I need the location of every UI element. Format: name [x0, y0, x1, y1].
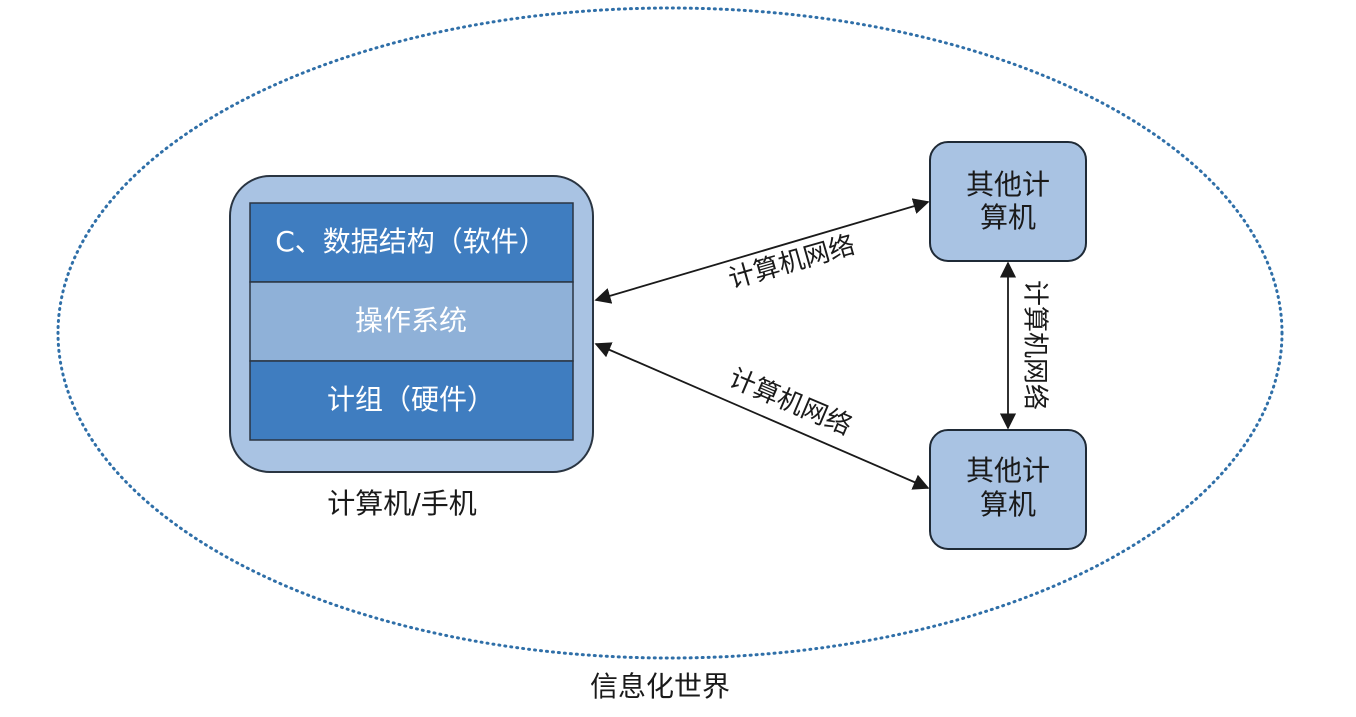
information-world-label: 信息化世界: [590, 670, 730, 703]
computer-box: C、数据结构（软件） 操作系统 计组（硬件）: [229, 175, 594, 473]
network-label-lower: 计算机网络: [724, 363, 855, 441]
layer-os: [249, 281, 574, 362]
layer-hardware-label: 计组（硬件）: [327, 383, 495, 416]
computer-caption: 计算机/手机: [327, 487, 476, 520]
other-computer-bottom-box: [929, 429, 1087, 550]
other-computer-top: 其他计 算机: [929, 141, 1087, 262]
other-computer-bottom: 其他计 算机: [929, 429, 1087, 550]
layer-software: [249, 202, 574, 283]
layer-hardware: [249, 360, 574, 441]
other-computer-top-box: [929, 141, 1087, 262]
network-arrow-upper: [594, 198, 930, 304]
network-label-vertical: 计算机网络: [1020, 280, 1050, 410]
layer-os-label: 操作系统: [355, 304, 467, 337]
other-computer-bottom-line1: 其他计: [966, 454, 1050, 487]
information-world-ellipse: [56, 6, 1284, 660]
other-computer-bottom-line2: 算机: [980, 488, 1036, 521]
other-computer-top-line2: 算机: [980, 201, 1036, 234]
network-label-upper: 计算机网络: [725, 230, 858, 295]
other-computer-top-line1: 其他计: [966, 168, 1050, 201]
layer-software-label: C、数据结构（软件）: [275, 225, 547, 258]
network-arrow-lower: [594, 342, 930, 490]
